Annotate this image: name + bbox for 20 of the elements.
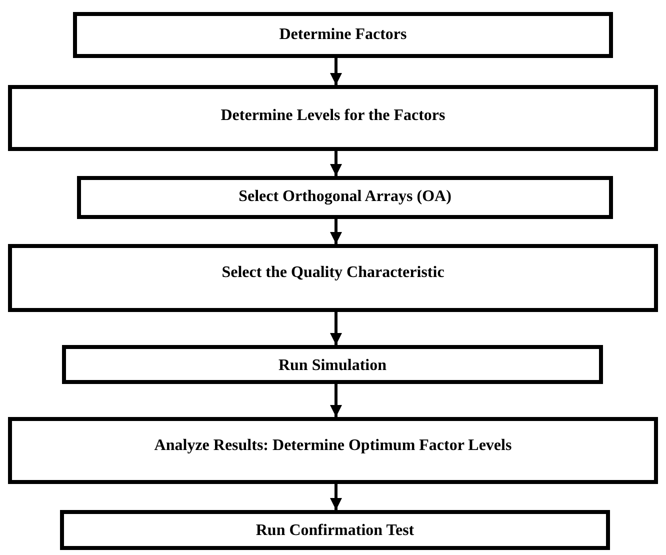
process-box [8, 85, 658, 151]
arrow [330, 384, 342, 417]
process-box [8, 244, 658, 312]
arrow [330, 484, 342, 510]
step-label: Run Confirmation Test [256, 522, 414, 540]
arrow [330, 312, 342, 345]
step-label: Run Simulation [278, 357, 387, 375]
step-label: Determine Levels for the Factors [220, 107, 446, 125]
process-box [60, 510, 610, 550]
process-box [73, 12, 613, 58]
step-label: Determine Factors [279, 26, 407, 44]
step-label: Select the Quality Characteristic [222, 264, 444, 282]
arrow [330, 151, 342, 176]
process-box [8, 417, 658, 484]
arrow [330, 58, 342, 85]
process-box [77, 176, 613, 219]
process-box [62, 345, 603, 384]
arrow [330, 219, 342, 244]
step-label: Select Orthogonal Arrays (OA) [238, 188, 452, 206]
step-label: Analyze Results: Determine Optimum Factor Levels [154, 437, 512, 455]
